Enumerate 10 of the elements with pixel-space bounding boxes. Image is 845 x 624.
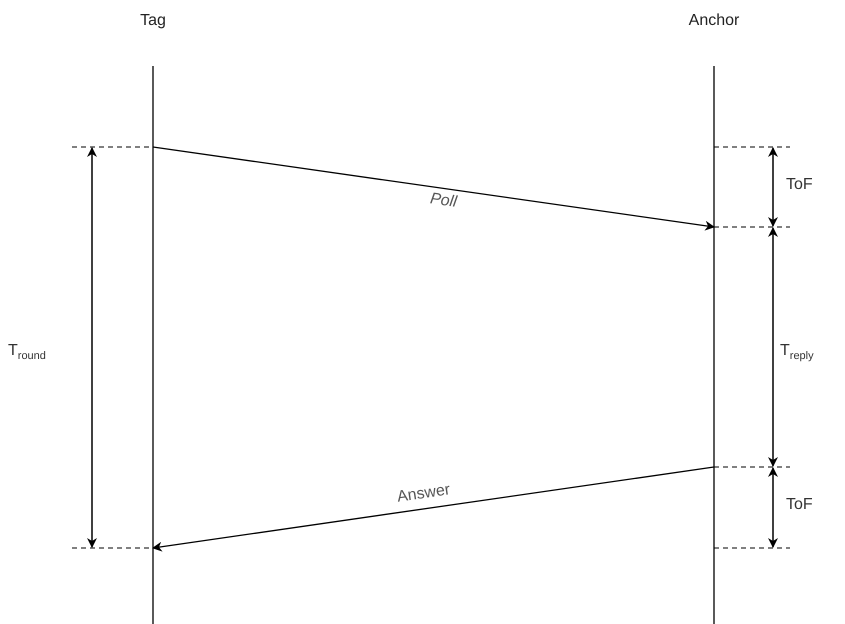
lifeline-title: Tag bbox=[140, 12, 166, 29]
edge-label: Answer bbox=[395, 480, 452, 506]
time-label: T$_{reply}$ bbox=[780, 342, 814, 362]
lifeline-title: Anchor bbox=[688, 12, 740, 29]
edge-label: Poll bbox=[428, 190, 459, 212]
message-arrow bbox=[152, 146, 715, 231]
message-arrow bbox=[152, 466, 714, 552]
time-label: ToF bbox=[786, 496, 813, 514]
time-label: T$_{round}$ bbox=[8, 342, 46, 362]
time-label: ToF bbox=[786, 176, 813, 194]
